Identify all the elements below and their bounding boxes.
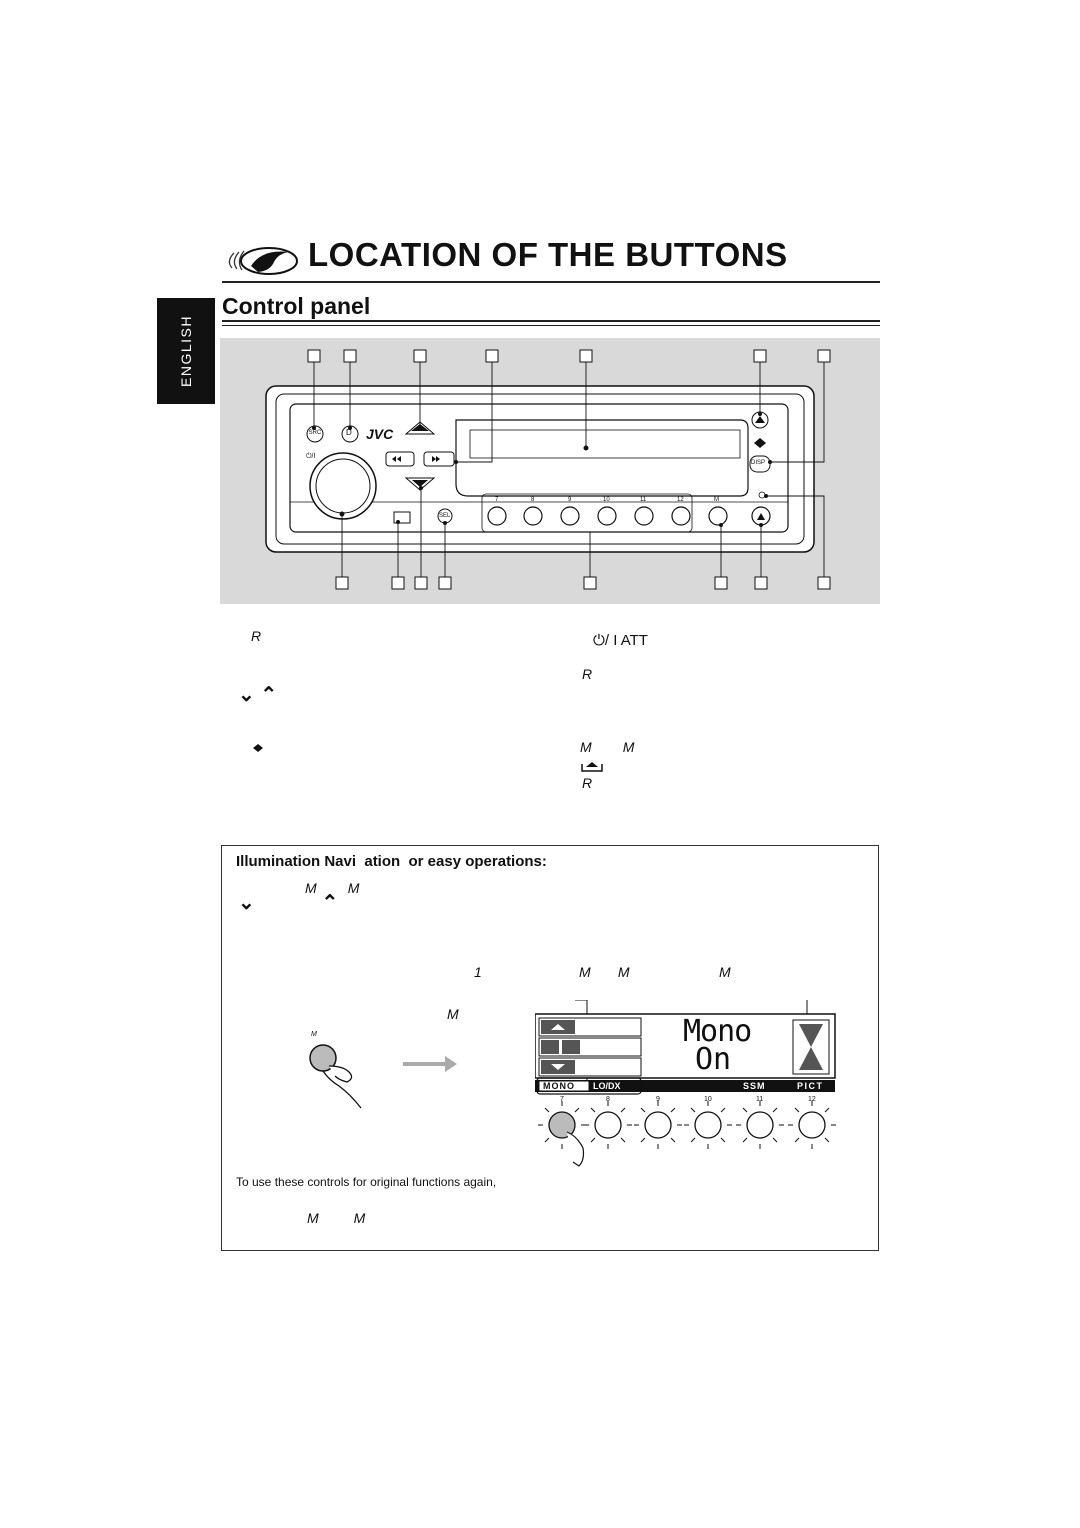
list-right-r2: R xyxy=(582,775,593,791)
eject-button-icon xyxy=(580,759,604,772)
preset-number: 8 xyxy=(531,497,535,503)
list-left-r: R xyxy=(251,628,262,644)
src-button[interactable]: SRC xyxy=(308,430,322,436)
header-logo-icon xyxy=(222,244,302,278)
preset-number: 11 xyxy=(640,497,647,503)
section-title: Control panel xyxy=(222,293,371,319)
power-label: ⏻/I xyxy=(306,453,316,460)
sel-button[interactable]: SEL xyxy=(439,513,451,519)
illumination-line1: M M xyxy=(305,880,360,896)
title-divider xyxy=(222,281,880,283)
lcd-text-line2: On xyxy=(695,1042,732,1077)
lcd-tab-ssm: SSM xyxy=(743,1081,766,1091)
page-title: LOCATION OF THE BUTTONS xyxy=(308,236,788,273)
control-panel-figure: SRC D JVC ⏻/I DISP SEL M 7 8 9 10 11 12 xyxy=(220,338,880,604)
mo-label: M xyxy=(714,497,719,503)
illumination-line4: M xyxy=(447,1006,459,1022)
lcd-tab-lodx: LO/DX xyxy=(593,1081,621,1091)
preset-number: 12 xyxy=(677,497,684,503)
lcd-tab-mono: MONO xyxy=(543,1081,575,1091)
list-right-r1: R xyxy=(582,666,593,682)
list-left-arrows: ⌄ ⌃ xyxy=(238,684,278,706)
button-press-illustration xyxy=(295,1028,475,1118)
preset-number: 10 xyxy=(603,497,610,503)
illumination-note: To use these controls for original funct… xyxy=(236,1175,497,1189)
lcd-tab-pict: PICT xyxy=(797,1081,824,1091)
language-tab-label: ENGLISH xyxy=(178,315,194,387)
list-right-m: M M xyxy=(580,739,635,755)
d-button[interactable]: D xyxy=(346,428,352,437)
lcd-number: 10 xyxy=(704,1096,712,1103)
eject-icon xyxy=(252,740,264,752)
preset-number: 7 xyxy=(495,497,499,503)
illumination-step: 1 xyxy=(474,964,482,980)
lcd-number: 9 xyxy=(656,1096,660,1103)
preset-numbers: 7 8 9 10 11 12 xyxy=(482,497,692,505)
illumination-box xyxy=(221,845,879,1251)
illustration-button-letter: M xyxy=(311,1031,317,1038)
illumination-footer-marks: M M xyxy=(307,1210,366,1226)
lcd-text-line1: Mono xyxy=(683,1014,752,1049)
language-tab: ENGLISH xyxy=(157,298,215,404)
section-divider-thin xyxy=(222,325,880,326)
lcd-number: 12 xyxy=(808,1096,816,1103)
power-att-label: ⏻/ I ATT xyxy=(593,632,648,649)
preset-number: 9 xyxy=(568,497,572,503)
illumination-line3: M M M xyxy=(579,964,731,980)
disp-button[interactable]: DISP xyxy=(751,460,766,466)
lcd-number: 8 xyxy=(606,1096,610,1103)
lcd-display-illustration: Mono On MONO LO/DX SSM PICT 7 8 9 10 11 … xyxy=(534,999,840,1170)
lcd-number: 7 xyxy=(560,1096,564,1103)
lcd-number: 11 xyxy=(756,1096,764,1103)
section-divider xyxy=(222,320,880,322)
illumination-title: Illumination Navi ation or easy operatio… xyxy=(236,853,547,870)
brand-logo: JVC xyxy=(366,426,394,442)
illumination-line2: ⌄ ⌃ xyxy=(238,892,339,914)
